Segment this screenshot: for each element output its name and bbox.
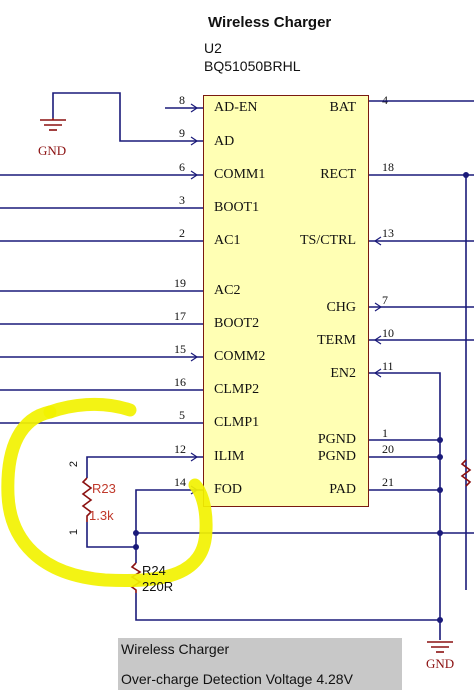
wire-ad-en-ad bbox=[52, 92, 203, 142]
r24-ref: R24 bbox=[142, 563, 166, 578]
pin-number-8: 8 bbox=[179, 93, 185, 107]
pin-name-rect: RECT bbox=[320, 167, 356, 182]
pin-name-boot2: BOOT2 bbox=[214, 316, 260, 331]
yellow-highlight-top bbox=[43, 397, 137, 419]
pin-name-en2: EN2 bbox=[330, 366, 356, 381]
r23-ref: R23 bbox=[92, 481, 116, 496]
yellow-highlight-mark bbox=[1, 405, 213, 588]
pin-number-20: 20 bbox=[382, 442, 394, 456]
r23-value: 1.3k bbox=[89, 508, 114, 523]
ic-refdes: U2 bbox=[204, 40, 222, 56]
pin-name-clmp1: CLMP1 bbox=[214, 415, 260, 430]
pin-number-14: 14 bbox=[174, 475, 186, 489]
pin-name-ad: AD bbox=[214, 134, 235, 149]
gnd-label-left: GND bbox=[38, 143, 67, 158]
note-line-1: Wireless Charger bbox=[121, 641, 230, 657]
r23-pin1: 1 bbox=[68, 528, 81, 536]
pin-name-ts-ctrl: TS/CTRL bbox=[299, 233, 356, 248]
gnd-symbol-bottom bbox=[427, 641, 453, 653]
pin-number-2: 2 bbox=[179, 226, 185, 240]
pin-name-boot1: BOOT1 bbox=[214, 200, 260, 215]
pin-number-21: 21 bbox=[382, 475, 394, 489]
pin-number-13: 13 bbox=[382, 226, 394, 240]
gnd-label-bottom: GND bbox=[426, 656, 455, 671]
note-box bbox=[118, 638, 402, 690]
pin-number-10: 10 bbox=[382, 326, 394, 340]
pin-name-fod: FOD bbox=[214, 482, 243, 497]
pin-number-4: 4 bbox=[382, 93, 388, 107]
pin-name-comm1: COMM1 bbox=[214, 167, 266, 182]
pin-name-ilim: ILIM bbox=[214, 449, 245, 464]
pin-number-17: 17 bbox=[174, 309, 186, 323]
pin-name-chg: CHG bbox=[326, 300, 356, 315]
pin-number-15: 15 bbox=[174, 342, 186, 356]
pin-name-clmp2: CLMP2 bbox=[214, 382, 260, 397]
pin-name-comm2: COMM2 bbox=[214, 349, 266, 364]
wire-r23-bottom bbox=[86, 522, 136, 548]
note-line-2: Over-charge Detection Voltage 4.28V bbox=[121, 671, 353, 687]
ic-part-number: BQ51050BRHL bbox=[204, 58, 301, 74]
wire-r24-bottom bbox=[135, 593, 440, 621]
pin-number-18: 18 bbox=[382, 160, 394, 174]
pin-name-ad-en: AD-EN bbox=[214, 100, 258, 115]
r24-value: 220R bbox=[142, 579, 174, 594]
pin-number-19: 19 bbox=[174, 276, 186, 290]
wire-ilim bbox=[86, 456, 203, 478]
pin-number-16: 16 bbox=[174, 375, 186, 389]
gnd-symbol-left bbox=[40, 118, 66, 131]
pin-number-1: 1 bbox=[382, 426, 388, 440]
pin-number-5: 5 bbox=[179, 408, 185, 422]
r23-pin2: 2 bbox=[68, 460, 81, 468]
schematic-title: Wireless Charger bbox=[208, 14, 332, 31]
pin-name-ac2: AC2 bbox=[214, 283, 241, 298]
junction-dots bbox=[133, 172, 469, 623]
wire-en2-pgnd bbox=[369, 372, 441, 640]
pin-number-11: 11 bbox=[382, 359, 394, 373]
pin-arrows bbox=[190, 103, 383, 495]
resistor-right-partial bbox=[460, 459, 472, 487]
pin-number-6: 6 bbox=[179, 160, 185, 174]
pin-number-3: 3 bbox=[179, 193, 185, 207]
pin-number-9: 9 bbox=[179, 126, 185, 140]
pin-name-bat: BAT bbox=[329, 100, 356, 115]
pin-name-term: TERM bbox=[317, 333, 356, 348]
wire-pgnd-pad bbox=[369, 439, 440, 491]
pin-name-pad: PAD bbox=[329, 482, 356, 497]
ic-body[interactable] bbox=[203, 95, 369, 507]
pin-name-pgnd-20: PGND bbox=[317, 449, 356, 464]
pin-name-ac1: AC1 bbox=[214, 233, 241, 248]
pin-number-7: 7 bbox=[382, 293, 388, 307]
pin-number-12: 12 bbox=[174, 442, 186, 456]
pin-name-pgnd-1: PGND bbox=[317, 432, 356, 447]
resistor-r23-symbol bbox=[81, 477, 93, 522]
wire-fod bbox=[135, 489, 203, 563]
